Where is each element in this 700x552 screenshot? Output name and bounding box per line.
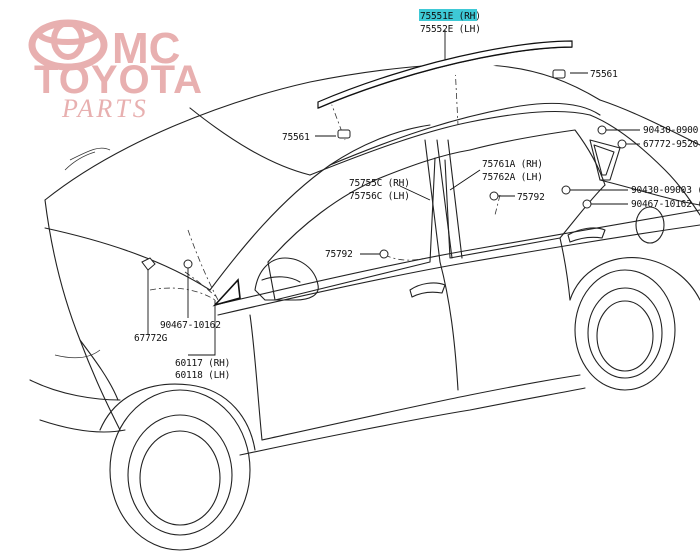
watermark-toyota: TOYOTA	[34, 58, 203, 102]
highlight-marker	[419, 9, 477, 21]
clip-67772g[interactable]	[141, 257, 156, 271]
label-75551e: 75551E (RH)	[420, 11, 481, 22]
leader-lines	[147, 30, 640, 356]
label-75792-right: 75792	[517, 192, 545, 203]
watermark-parts: PARTS	[61, 94, 149, 123]
watermark-mc: MC	[112, 24, 180, 73]
part-labels: 75551E (RH) 75552E (LH) 75561 75561 9043…	[134, 11, 700, 381]
clip-67772[interactable]	[617, 139, 627, 149]
label-75561-right: 75561	[590, 69, 618, 80]
clip-75792-left[interactable]	[379, 249, 389, 259]
label-75761a: 75761A (RH)	[482, 159, 543, 170]
label-90467-rear: 90467-10162 (2	[631, 199, 700, 210]
label-90467-front: 90467-10162	[160, 320, 221, 331]
bolt-90430[interactable]	[561, 185, 571, 195]
roof-moulding-body[interactable]	[317, 40, 573, 109]
label-90430-09003: 90430-09003 (2	[631, 185, 700, 196]
toyota-logo	[28, 19, 108, 71]
clip-75561-right[interactable]	[552, 69, 566, 79]
label-60117: 60117 (RH)	[175, 358, 230, 369]
label-67772: 67772-9520	[643, 139, 699, 150]
label-60118: 60118 (LH)	[175, 370, 230, 381]
clip-75561-left[interactable]	[337, 129, 351, 139]
car-body	[29, 63, 700, 551]
clip-90467-front[interactable]	[183, 259, 193, 269]
label-67772g: 67772G	[134, 333, 168, 344]
bolt-90430-top[interactable]	[597, 125, 607, 135]
clip-75792-right[interactable]	[489, 191, 499, 201]
label-75755c: 75755C (RH)	[349, 178, 410, 189]
label-75762a: 75762A (LH)	[482, 172, 543, 183]
clip-90467[interactable]	[582, 199, 592, 209]
label-75792-left: 75792	[325, 249, 353, 260]
label-90430-top: 90430-0900	[643, 125, 699, 136]
label-75561-left: 75561	[282, 132, 310, 143]
label-75552e: 75552E (LH)	[420, 24, 481, 35]
label-75756c: 75756C (LH)	[349, 191, 410, 202]
